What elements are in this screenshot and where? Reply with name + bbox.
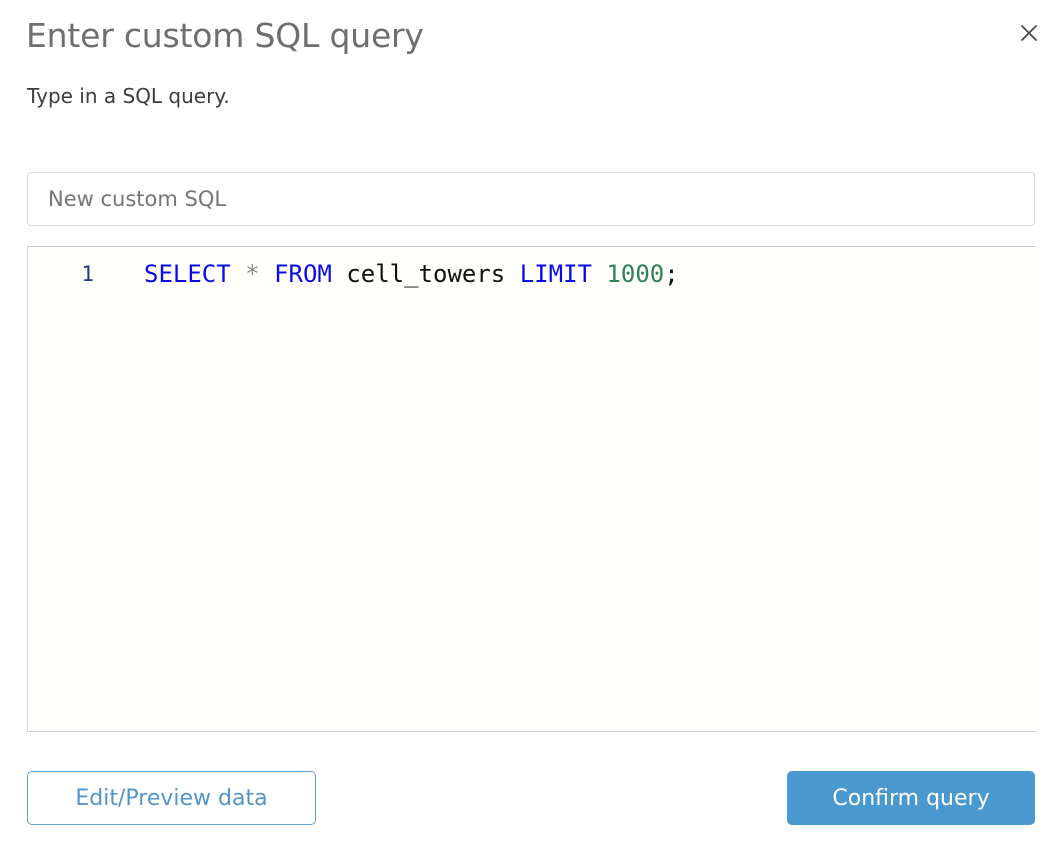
query-name-input[interactable] [27,172,1035,226]
dialog-subtitle: Type in a SQL query. [27,84,230,108]
sql-token-select: SELECT [144,260,231,288]
editor-line: 1 SELECT * FROM cell_towers LIMIT 1000; [28,247,1035,287]
sql-token-table-name: cell_towers [346,260,506,288]
sql-token-space-2 [260,260,274,288]
sql-code-line: SELECT * FROM cell_towers LIMIT 1000; [94,262,1035,286]
sql-token-space-1 [231,260,245,288]
sql-code-editor[interactable]: 1 SELECT * FROM cell_towers LIMIT 1000; [27,246,1036,732]
close-button[interactable] [1011,15,1047,51]
sql-token-space-4 [505,260,519,288]
sql-token-semicolon: ; [664,260,679,288]
confirm-query-button[interactable]: Confirm query [787,771,1035,825]
sql-token-number: 1000 [606,260,665,288]
sql-token-limit: LIMIT [519,260,592,288]
sql-token-from: FROM [274,260,332,288]
edit-preview-data-button[interactable]: Edit/Preview data [27,771,316,825]
sql-token-space-3 [332,260,346,288]
page-title: Enter custom SQL query [26,16,424,55]
sql-token-space-5 [592,260,606,288]
close-icon [1019,23,1039,43]
sql-token-star: * [245,260,260,288]
query-name-field-wrapper [27,172,1035,226]
line-number-gutter: 1 [81,262,94,286]
